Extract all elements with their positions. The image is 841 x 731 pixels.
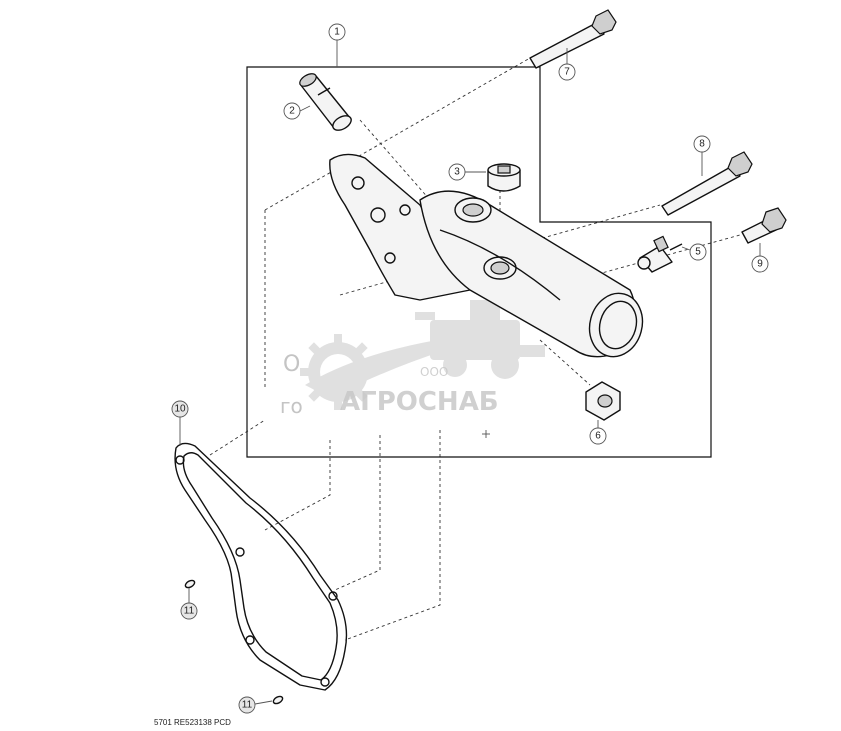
callout-2-label: 2	[289, 106, 295, 117]
cap-6	[585, 381, 621, 421]
assembly-frame	[246, 66, 712, 458]
bolt-7	[529, 9, 617, 69]
watermark-prefix: ООО	[420, 365, 448, 379]
watermark-partial-2: го	[280, 394, 303, 418]
pin-11-upper	[184, 579, 196, 589]
callout-8-label: 8	[699, 139, 705, 150]
bolt-8	[661, 151, 753, 216]
watermark-text: ООО АГРОСНАБ	[340, 365, 499, 417]
callout-11-lower-label: 11	[242, 700, 253, 711]
gasket-10	[174, 442, 348, 691]
pipe-fitting-2	[299, 73, 352, 131]
callout-10-label: 10	[174, 404, 186, 415]
bolt-9	[741, 207, 787, 244]
callout-9-label: 9	[757, 259, 763, 270]
sensor-5	[637, 235, 683, 273]
watermark-logo	[300, 300, 545, 410]
callout-9: 9	[751, 243, 769, 273]
callout-11-lower: 11	[238, 696, 273, 714]
callout-6: 6	[589, 420, 607, 445]
swoosh-shape	[305, 330, 520, 398]
callout-1: 1	[328, 23, 346, 67]
plug-3	[487, 163, 521, 192]
callout-7-label: 7	[564, 67, 570, 78]
callout-6-label: 6	[595, 431, 601, 442]
callout-3-label: 3	[454, 167, 460, 178]
footer-code: 5701 RE523138 PCD	[154, 718, 231, 727]
callout-2: 2	[283, 102, 311, 120]
callout-3: 3	[448, 163, 486, 181]
callout-8: 8	[693, 135, 711, 176]
callout-1-label: 1	[334, 27, 340, 38]
callout-11-upper-label: 11	[184, 606, 195, 617]
arrow-marker	[482, 430, 490, 438]
callout-7: 7	[558, 48, 576, 81]
callout-5-label: 5	[695, 247, 701, 258]
watermark-company-name: АГРОСНАБ	[340, 387, 499, 417]
watermark-partial-1: О	[283, 352, 301, 377]
harvester-icon	[415, 300, 545, 379]
callout-10: 10	[171, 400, 189, 446]
callout-5: 5	[681, 243, 707, 261]
pin-11-lower	[272, 695, 284, 705]
housing-1	[329, 153, 644, 358]
callout-11-upper: 11	[180, 588, 198, 620]
